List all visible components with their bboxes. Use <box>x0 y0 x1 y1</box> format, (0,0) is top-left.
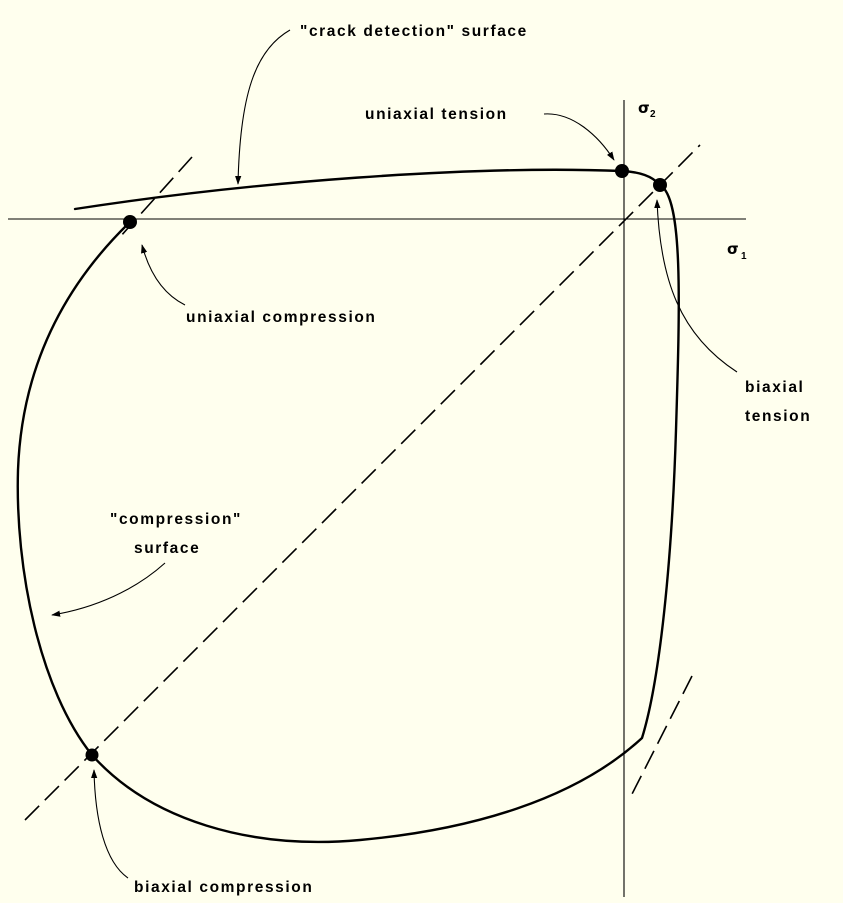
biaxial-tension-label-line1: biaxial <box>745 379 804 396</box>
biaxial-tension-point <box>653 178 667 192</box>
sigma1-axis-label: σ <box>727 240 739 258</box>
sigma2-axis-subscript: 2 <box>650 109 656 120</box>
compression-surface-leader-arrow <box>51 562 166 617</box>
biaxial-compression-leader-arrow <box>91 769 129 879</box>
equibiaxial-diagonal-line <box>24 144 701 821</box>
uniaxial-compression-label: uniaxial compression <box>186 309 377 326</box>
uniaxial-tension-label: uniaxial tension <box>365 106 508 123</box>
sigma2-axis-label: σ <box>638 99 650 117</box>
uniaxial-tension-leader-arrow <box>543 113 615 161</box>
crack-detection-surface-curve <box>73 168 662 211</box>
compression-surface-label-line1: "compression" <box>110 511 242 528</box>
biaxial-compression-point <box>85 748 99 762</box>
compression-surface-label-line2: surface <box>134 540 200 557</box>
compression-surface-curve <box>16 183 680 844</box>
biaxial-tension-leader-arrow <box>654 199 738 373</box>
biaxial-compression-label: biaxial compression <box>134 879 313 896</box>
lower-right-tangent-line <box>629 675 693 799</box>
uniaxial-tension-point <box>615 164 629 178</box>
crack-detection-leader-arrow <box>235 29 291 185</box>
sigma1-axis-subscript: 1 <box>741 251 747 262</box>
biaxial-tension-label-line2: tension <box>745 408 811 425</box>
uniaxial-compression-leader-arrow <box>141 244 186 306</box>
uniaxial-compression-point <box>123 215 137 229</box>
crack-detection-surface-label: "crack detection" surface <box>300 23 528 40</box>
